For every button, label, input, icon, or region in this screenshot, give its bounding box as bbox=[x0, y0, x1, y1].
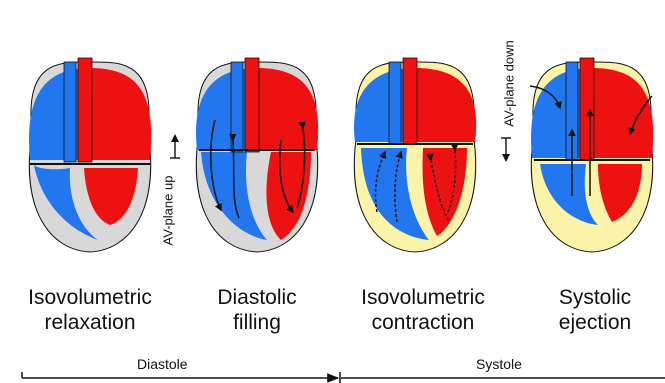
av-plane-down-label: AV-plane down bbox=[502, 39, 517, 129]
caption-line-2: ejection bbox=[540, 310, 650, 335]
heart-isovolumetric-contraction bbox=[354, 58, 476, 252]
caption-isovolumetric-contraction: Isovolumetric contraction bbox=[338, 285, 508, 335]
heart-isovolumetric-relaxation bbox=[29, 58, 151, 252]
av-plane-down-arrow bbox=[501, 138, 511, 162]
av-plane-up-label: AV-plane up bbox=[161, 171, 176, 251]
caption-diastolic-filling: Diastolic filling bbox=[187, 285, 327, 335]
caption-line-2: filling bbox=[187, 310, 327, 335]
caption-line-1: Diastolic bbox=[187, 285, 327, 310]
systole-label: Systole bbox=[476, 356, 522, 372]
diastole-label: Diastole bbox=[137, 356, 188, 372]
heart-diastolic-filling bbox=[196, 58, 318, 252]
caption-line-1: Systolic bbox=[540, 285, 650, 310]
caption-line-2: contraction bbox=[338, 310, 508, 335]
timeline-axis bbox=[22, 372, 665, 383]
caption-isovolumetric-relaxation: Isovolumetric relaxation bbox=[5, 285, 175, 335]
caption-systolic-ejection: Systolic ejection bbox=[540, 285, 650, 335]
av-plane-up-arrow bbox=[170, 134, 180, 158]
caption-line-2: relaxation bbox=[5, 310, 175, 335]
heart-systolic-ejection bbox=[530, 58, 653, 252]
caption-line-1: Isovolumetric bbox=[5, 285, 175, 310]
caption-line-1: Isovolumetric bbox=[338, 285, 508, 310]
